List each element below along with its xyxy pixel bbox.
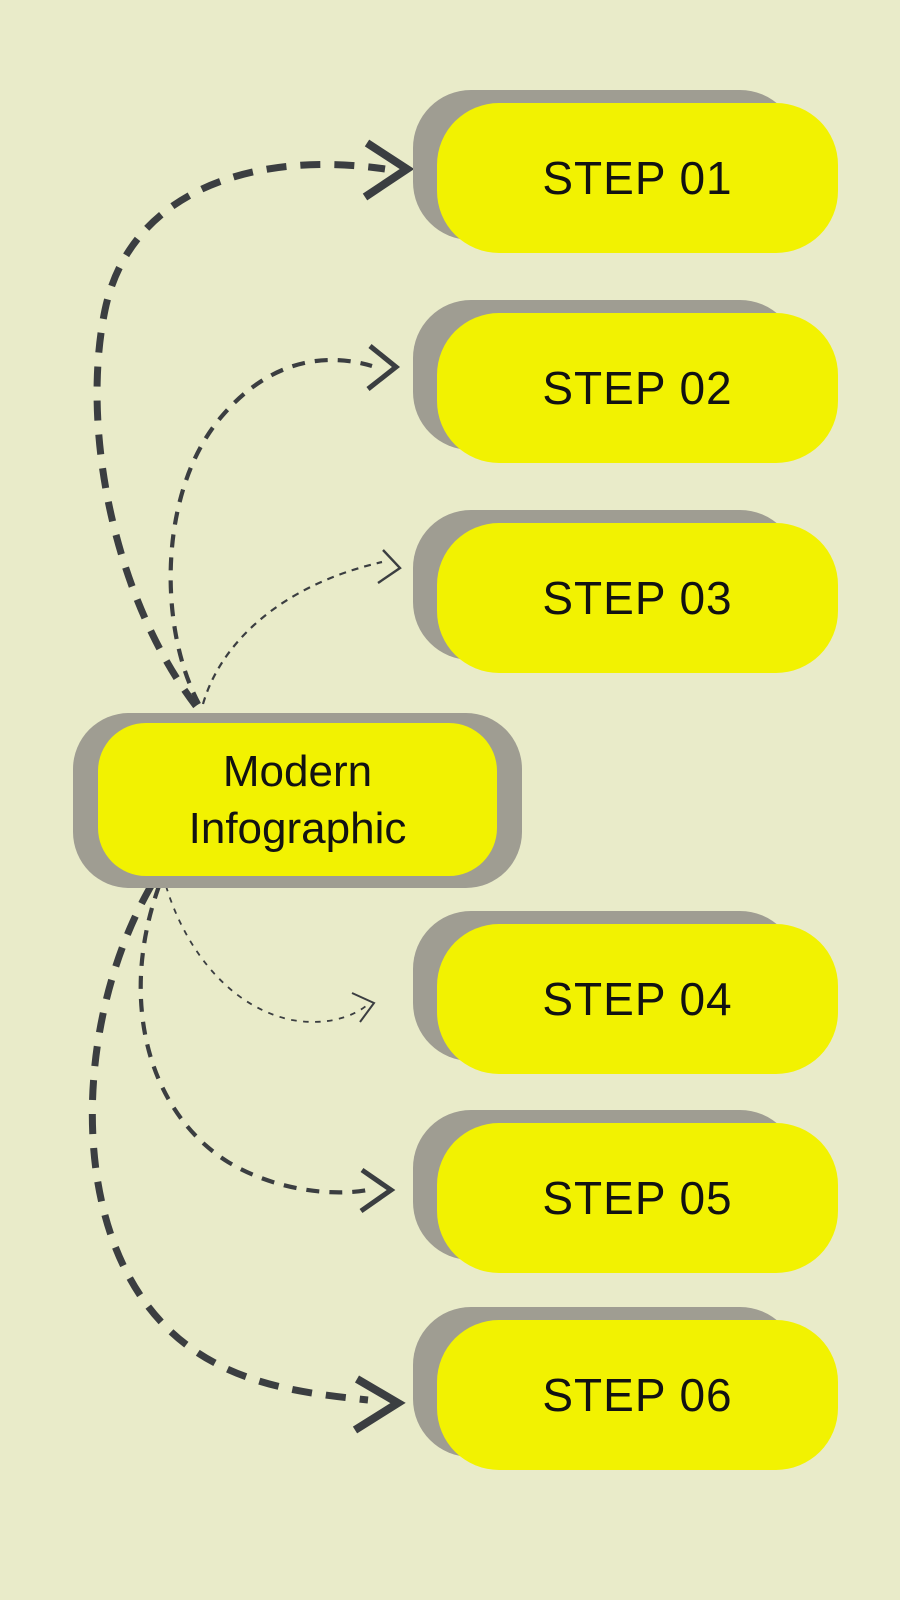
step-label: STEP 06: [542, 1369, 733, 1421]
step-box-04: STEP 04: [413, 911, 838, 1074]
center-node-face: Modern Infographic: [98, 723, 497, 876]
step-box-05: STEP 05: [413, 1110, 838, 1273]
arrow-head-step-03: [377, 549, 402, 584]
center-node-label-line2: Infographic: [188, 803, 407, 853]
step-box-05-face: STEP 05: [437, 1123, 838, 1273]
step-label: STEP 04: [542, 973, 733, 1025]
step-box-06: STEP 06: [413, 1307, 838, 1470]
arrow-curve-step-03: [201, 560, 383, 705]
step-box-01: STEP 01: [413, 90, 838, 253]
step-box-06-face: STEP 06: [437, 1320, 838, 1470]
center-node: Modern Infographic: [73, 713, 522, 888]
step-box-01-face: STEP 01: [437, 103, 838, 253]
arrow-head-step-01: [362, 139, 415, 201]
step-label: STEP 05: [542, 1172, 733, 1224]
step-box-02: STEP 02: [413, 300, 838, 463]
arrow-curve-step-01: [93, 161, 386, 709]
step-label: STEP 01: [542, 152, 733, 204]
step-label: STEP 02: [542, 362, 733, 414]
step-label: STEP 03: [542, 572, 733, 624]
arrow-curve-step-04: [165, 885, 367, 1023]
step-box-04-face: STEP 04: [437, 924, 838, 1074]
arrow-curve-step-02: [168, 357, 373, 705]
arrow-head-step-06: [352, 1375, 406, 1434]
step-box-03: STEP 03: [413, 510, 838, 673]
arrow-curve-step-06: [88, 884, 369, 1404]
step-box-03-face: STEP 03: [437, 523, 838, 673]
arrow-head-step-02: [366, 344, 401, 391]
step-box-02-face: STEP 02: [437, 313, 838, 463]
arrow-head-step-04: [351, 992, 376, 1023]
arrow-curve-step-05: [138, 885, 369, 1195]
arrow-head-step-05: [359, 1167, 396, 1214]
center-node-label-line1: Modern: [222, 746, 373, 796]
